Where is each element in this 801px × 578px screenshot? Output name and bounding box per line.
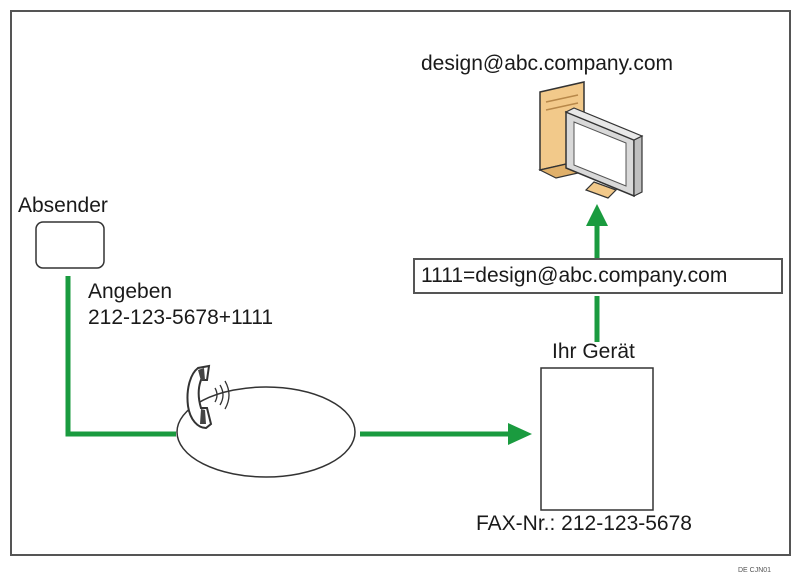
specify-label: Angeben: [88, 280, 173, 303]
diagram-frame: [10, 10, 791, 556]
routing-rule-box: 1111=design@abc.company.com: [413, 258, 783, 294]
your-device-label: Ihr Gerät: [552, 340, 635, 363]
sender-label: Absender: [18, 194, 108, 217]
network-to-device-arrowhead: [508, 423, 532, 445]
router-to-computer-arrowhead: [586, 204, 608, 226]
email-address-label: design@abc.company.com: [421, 52, 674, 75]
telephone-icon: [186, 364, 230, 430]
desktop-computer-icon: [538, 81, 644, 199]
figure-code-label: DE CJN01: [738, 567, 772, 574]
telephone-network: [176, 386, 356, 478]
fax-number-label: FAX-Nr.: 212-123-5678: [476, 512, 692, 535]
fax-machine-icon: [540, 367, 654, 511]
dial-number-label: 212-123-5678+1111: [88, 306, 274, 329]
sender-to-network-line: [65, 276, 176, 437]
sender-device-icon: [35, 221, 105, 269]
